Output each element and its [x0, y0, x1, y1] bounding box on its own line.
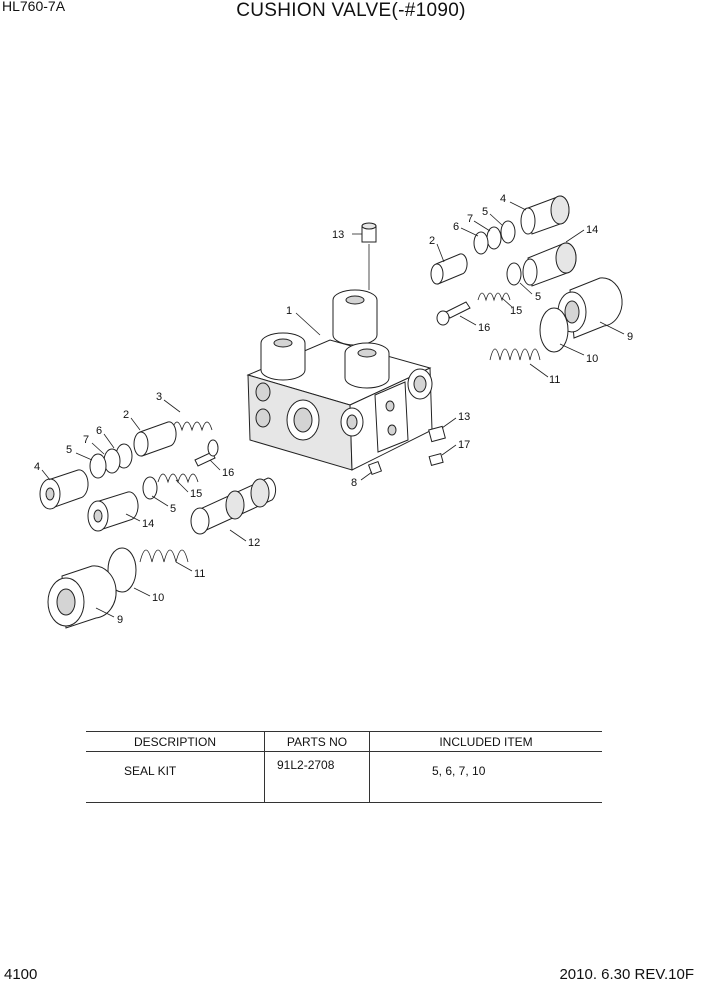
callout-9: 9	[117, 614, 123, 626]
callout-14: 14	[142, 518, 154, 530]
parts-table: DESCRIPTION PARTS NO INCLUDED ITEM SEAL …	[86, 731, 602, 803]
callout-14: 14	[586, 224, 598, 236]
o-ring-5-lower	[89, 453, 107, 479]
cell-parts-no: 91L2-2708	[264, 751, 370, 803]
o-ring-10-upper	[539, 307, 569, 353]
plug-part-14-lower	[87, 491, 139, 532]
callout-3: 3	[156, 391, 162, 403]
o-ring-5-upper-b	[506, 262, 522, 286]
spring-part-11-upper	[489, 348, 541, 361]
callout-6: 6	[453, 221, 459, 233]
plug-part-4-lower	[39, 469, 89, 510]
callout-15: 15	[510, 305, 522, 317]
callout-7: 7	[467, 213, 473, 225]
poppet-part-2-upper	[430, 253, 468, 285]
callout-5: 5	[535, 291, 541, 303]
callout-12: 12	[248, 537, 260, 549]
callout-10: 10	[152, 592, 164, 604]
callout-5: 5	[66, 444, 72, 456]
callout-4: 4	[500, 193, 506, 205]
spring-part-15-lower	[157, 473, 199, 484]
table-header-row: DESCRIPTION PARTS NO INCLUDED ITEM	[86, 731, 602, 752]
callout-1: 1	[286, 305, 292, 317]
callout-8: 8	[351, 477, 357, 489]
pin-part-16-lower	[194, 439, 219, 467]
pin-part-16-upper	[436, 301, 471, 326]
plug-part-14-upper	[522, 242, 577, 287]
model-code: HL760-7A	[2, 0, 66, 14]
callout-15: 15	[190, 488, 202, 500]
cell-included-item: 5, 6, 7, 10	[369, 751, 602, 803]
callout-10: 10	[586, 353, 598, 365]
o-ring-5-lower-b	[142, 476, 158, 500]
poppet-part-2-lower	[133, 421, 177, 457]
table-row: SEAL KIT 91L2-2708 5, 6, 7, 10	[86, 751, 602, 803]
exploded-parts-diagram: 13 1 2 6 7 5 4 14 5 15 16 9 10 11 13 17 …	[34, 193, 633, 629]
column-header-included-item: INCLUDED ITEM	[369, 731, 602, 752]
callout-16: 16	[478, 322, 490, 334]
o-ring-7-lower	[103, 448, 121, 474]
callout-13: 13	[332, 229, 344, 241]
page-title: CUSHION VALVE(-#1090)	[236, 0, 466, 21]
plug-part-13-top	[361, 222, 377, 243]
leader-lines	[41, 201, 625, 618]
callout-17: 17	[458, 439, 470, 451]
spring-part-15-upper	[477, 292, 511, 302]
callout-6: 6	[96, 425, 102, 437]
spring-part-3	[171, 421, 213, 432]
cap-part-9-lower	[47, 565, 117, 629]
callout-16: 16	[222, 467, 234, 479]
o-ring-6-upper	[473, 231, 489, 255]
o-ring-5-upper	[500, 220, 516, 244]
cell-description: SEAL KIT	[86, 751, 265, 803]
callout-5: 5	[482, 206, 488, 218]
spring-part-11-lower	[139, 549, 189, 563]
callout-2: 2	[429, 235, 435, 247]
callout-5: 5	[170, 503, 176, 515]
callout-9: 9	[627, 331, 633, 343]
callout-labels: 13 1 2 6 7 5 4 14 5 15 16 9 10 11 13 17 …	[34, 193, 633, 626]
callout-2: 2	[123, 409, 129, 421]
callout-13: 13	[458, 411, 470, 423]
o-ring-10-lower	[107, 547, 137, 593]
column-header-description: DESCRIPTION	[86, 731, 265, 752]
spool-part-12	[190, 477, 277, 535]
callout-11: 11	[194, 568, 205, 580]
callout-7: 7	[83, 434, 89, 446]
column-header-parts-no: PARTS NO	[264, 731, 370, 752]
page-number: 4100	[4, 966, 38, 983]
plug-part-4-upper	[520, 195, 570, 235]
callout-4: 4	[34, 461, 40, 473]
valve-body	[246, 289, 433, 471]
plug-part-13-right	[428, 425, 446, 443]
callout-11: 11	[549, 374, 560, 386]
set-screw-part-8	[367, 460, 383, 476]
revision-date: 2010. 6.30 REV.10F	[559, 966, 694, 983]
plug-part-17	[428, 452, 444, 466]
